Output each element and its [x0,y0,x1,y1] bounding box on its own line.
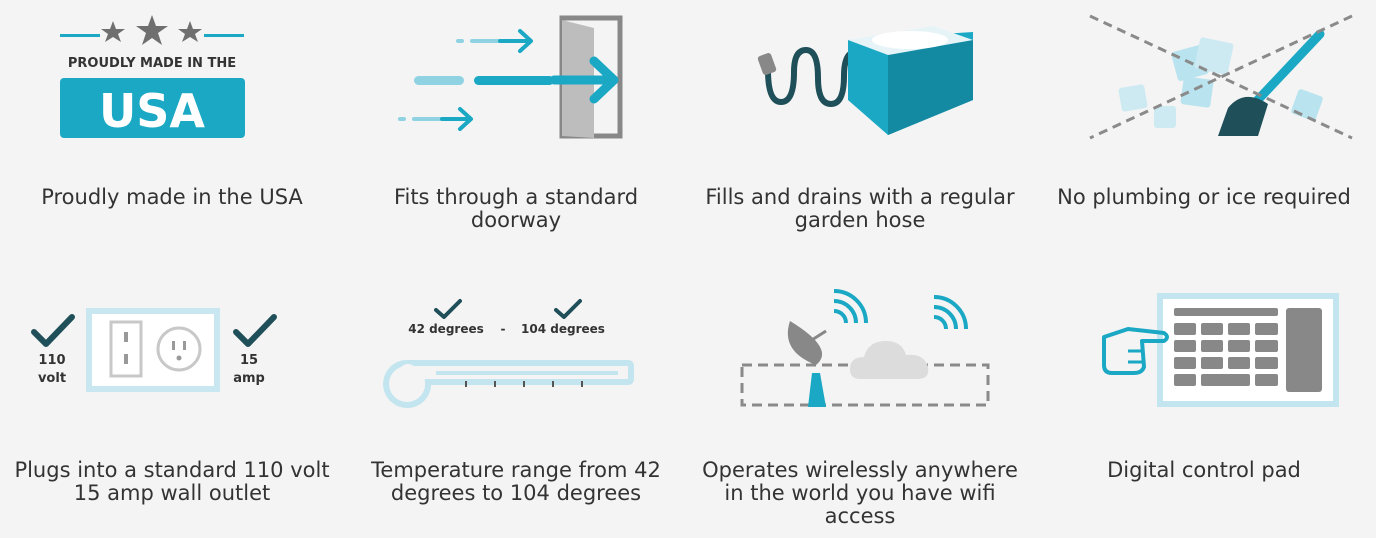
temp-low-label: 42 degrees [408,322,484,336]
feature-made-in-usa: PROUDLY MADE IN THE USA Proudly made in … [0,0,344,269]
feature-wall-outlet: 110 volt 15 amp Plugs into a standard 11… [0,269,344,538]
feature-doorway: Fits through a standard doorway [344,0,688,269]
badge-line2: USA [99,84,205,138]
wifi-cloud-icon [688,269,1032,444]
no-plumbing-ice-icon [1032,0,1376,175]
usa-badge-icon: PROUDLY MADE IN THE USA [0,0,344,175]
feature-wireless: Operates wirelessly anywhere in the worl… [688,269,1032,538]
volt-value: 110 [38,353,65,368]
thermometer-icon: 42 degrees - 104 degrees [344,269,688,444]
temp-separator: - [501,322,506,336]
feature-caption: Digital control pad [1107,458,1301,482]
feature-caption: Temperature range from 42 degrees to 104… [371,458,661,505]
feature-no-plumbing: No plumbing or ice required [1032,0,1376,269]
wall-outlet-icon: 110 volt 15 amp [0,269,344,444]
feature-temperature: 42 degrees - 104 degrees Temperature ran… [344,269,688,538]
feature-caption: Fits through a standard doorway [393,185,639,232]
garden-hose-tub-icon [688,0,1032,175]
doorway-icon [344,0,688,175]
temp-high-label: 104 degrees [521,322,605,336]
amp-value: 15 [240,353,258,368]
feature-caption: Operates wirelessly anywhere in the worl… [702,458,1018,528]
volt-unit: volt [38,371,66,386]
feature-caption: No plumbing or ice required [1057,185,1351,209]
feature-caption: Fills and drains with a regular garden h… [705,185,1015,232]
feature-caption: Proudly made in the USA [41,185,303,209]
control-pad-icon [1032,269,1376,444]
amp-unit: amp [233,371,265,386]
feature-garden-hose: Fills and drains with a regular garden h… [688,0,1032,269]
feature-caption: Plugs into a standard 110 volt 15 amp wa… [14,458,330,505]
feature-control-pad: Digital control pad [1032,269,1376,538]
badge-line1: PROUDLY MADE IN THE [68,56,236,71]
